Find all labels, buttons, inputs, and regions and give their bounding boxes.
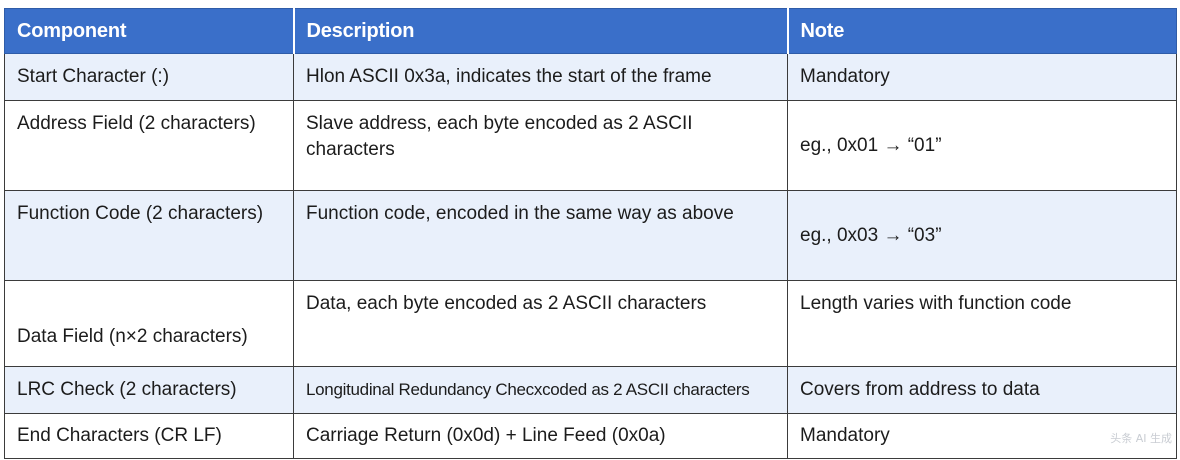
header-row: Component Description Note	[4, 8, 1177, 54]
cell-component: Function Code (2 characters)	[4, 190, 294, 281]
modbus-ascii-frame-table: Component Description Note Start Charact…	[4, 8, 1177, 459]
header-note: Note	[787, 8, 1177, 54]
table-row: Start Character (:) Hlon ASCII 0x3a, ind…	[4, 53, 1177, 101]
cell-description: Carriage Return (0x0d) + Line Feed (0x0a…	[293, 413, 788, 459]
cell-description: Data, each byte encoded as 2 ASCII chara…	[293, 280, 788, 367]
cell-note: Mandatory	[787, 413, 1177, 459]
cell-description: Hlon ASCII 0x3a, indicates the start of …	[293, 53, 788, 101]
header-component: Component	[4, 8, 295, 54]
cell-note: Length varies with function code	[787, 280, 1177, 367]
cell-description: Slave address, each byte encoded as 2 AS…	[293, 100, 788, 191]
cell-note: Covers from address to data	[787, 366, 1177, 414]
cell-note: eg., 0x03 → “03”	[787, 190, 1177, 281]
table-row: Address Field (2 characters) Slave addre…	[4, 100, 1177, 191]
table-row: End Characters (CR LF) Carriage Return (…	[4, 413, 1177, 459]
table-row: Function Code (2 characters) Function co…	[4, 190, 1177, 281]
cell-component: End Characters (CR LF)	[4, 413, 294, 459]
cell-note: Mandatory	[787, 53, 1177, 101]
cell-component: Data Field (n×2 characters)	[4, 280, 294, 367]
table-row: Data Field (n×2 characters) Data, each b…	[4, 280, 1177, 367]
cell-component: Start Character (:)	[4, 53, 294, 101]
cell-description: Function code, encoded in the same way a…	[293, 190, 788, 281]
cell-component: Address Field (2 characters)	[4, 100, 294, 191]
header-description: Description	[293, 8, 789, 54]
table-row: LRC Check (2 characters) Longitudinal Re…	[4, 366, 1177, 414]
cell-note: eg., 0x01 → “01”	[787, 100, 1177, 191]
watermark: 头条 AI 生成	[1110, 432, 1172, 445]
cell-component: LRC Check (2 characters)	[4, 366, 294, 414]
cell-description: Longitudinal Redundancy Checxcoded as 2 …	[293, 366, 788, 414]
